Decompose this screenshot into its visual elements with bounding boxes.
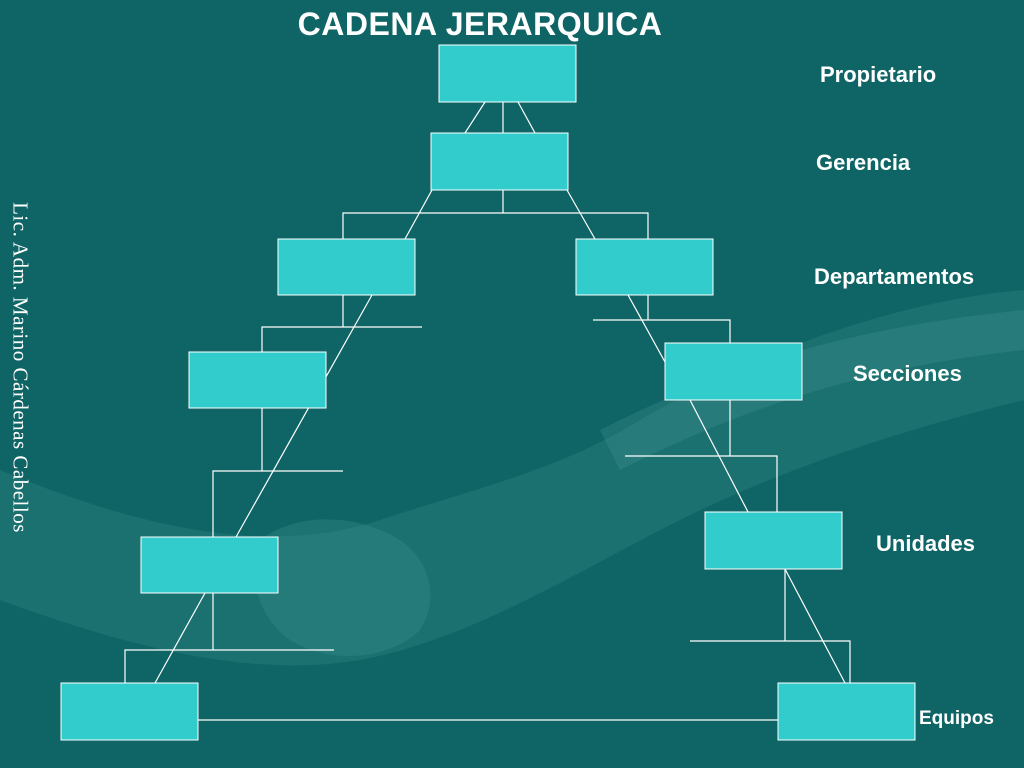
box-gerencia	[430, 132, 569, 191]
level-label-propietario: Propietario	[820, 62, 937, 87]
level-label-secciones: Secciones	[853, 361, 962, 386]
box-departamento-right	[575, 238, 714, 296]
box-equipo-left	[60, 682, 199, 741]
box-unidad-left	[140, 536, 279, 594]
level-label-departamentos: Departamentos	[814, 264, 975, 289]
page-title: CADENA JERARQUICA	[0, 6, 1024, 43]
box-departamento-left	[277, 238, 416, 296]
level-label-unidades: Unidades	[876, 531, 976, 556]
level-label-equipos: Equipos	[919, 708, 994, 729]
box-seccion-left	[188, 351, 327, 409]
page-title-text: CADENA JERARQUICA	[297, 6, 663, 42]
box-unidad-right	[704, 511, 843, 570]
box-propietario	[438, 44, 577, 103]
box-equipo-right	[777, 682, 916, 741]
box-seccion-right	[664, 342, 803, 401]
level-label-gerencia: Gerencia	[816, 150, 911, 175]
author-credit: Lic. Adm. Marino Cárdenas Cabellos	[8, 202, 33, 533]
